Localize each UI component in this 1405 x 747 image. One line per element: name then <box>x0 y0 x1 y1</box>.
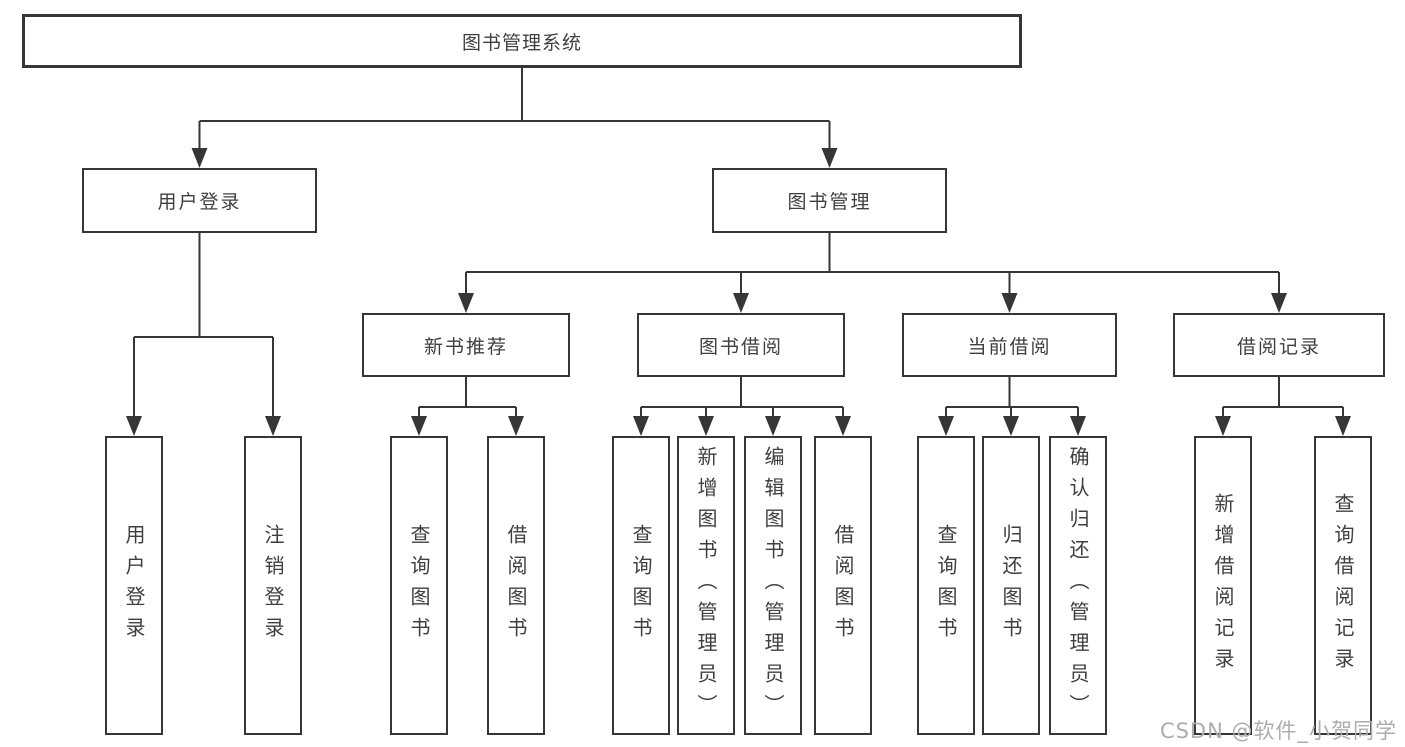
node-book-management: 图书管理 <box>712 168 947 233</box>
leaf-query-books-newrec-label: 查询图书 <box>407 523 431 648</box>
leaf-add-borrow-record: 新增借阅记录 <box>1194 436 1252 735</box>
leaf-query-books-borrowing: 查询图书 <box>612 436 670 735</box>
leaf-add-books-admin-label: 新增图书（管理员） <box>694 446 718 725</box>
node-library-system: 图书管理系统 <box>22 14 1022 68</box>
leaf-confirm-return-admin-label: 确认归还（管理员） <box>1066 446 1090 725</box>
node-book-borrowing: 图书借阅 <box>637 313 845 377</box>
leaf-borrow-books-newrec-label: 借阅图书 <box>504 523 528 648</box>
node-user-login-label: 用户登录 <box>157 191 242 213</box>
node-borrow-records: 借阅记录 <box>1173 313 1385 377</box>
leaf-query-books-current: 查询图书 <box>917 436 975 735</box>
leaf-return-books: 归还图书 <box>982 436 1040 735</box>
leaf-borrow-books-borrowing: 借阅图书 <box>814 436 872 735</box>
node-current-borrowing: 当前借阅 <box>902 313 1117 377</box>
node-book-management-label: 图书管理 <box>787 191 872 213</box>
node-user-login: 用户登录 <box>82 168 317 233</box>
leaf-query-books-borrowing-label: 查询图书 <box>629 523 653 648</box>
node-new-book-recommend: 新书推荐 <box>362 313 570 377</box>
leaf-add-borrow-record-label: 新增借阅记录 <box>1211 492 1235 679</box>
leaf-edit-books-admin-label: 编辑图书（管理员） <box>761 446 785 725</box>
node-borrow-records-label: 借阅记录 <box>1236 335 1321 358</box>
leaf-borrow-books-newrec: 借阅图书 <box>487 436 545 735</box>
node-current-borrowing-label: 当前借阅 <box>967 335 1052 358</box>
leaf-query-borrow-record: 查询借阅记录 <box>1314 436 1372 735</box>
leaf-query-books-current-label: 查询图书 <box>934 523 958 648</box>
leaf-logout: 注销登录 <box>244 436 302 735</box>
node-new-book-recommend-label: 新书推荐 <box>423 335 508 358</box>
leaf-query-books-newrec: 查询图书 <box>390 436 448 735</box>
leaf-borrow-books-borrowing-label: 借阅图书 <box>831 523 855 648</box>
csdn-watermark: CSDN @软件_小贺同学 <box>1159 719 1397 743</box>
leaf-return-books-label: 归还图书 <box>999 523 1023 648</box>
arrowheads <box>126 148 1351 436</box>
leaf-query-borrow-record-label: 查询借阅记录 <box>1331 492 1355 679</box>
node-book-borrowing-label: 图书借阅 <box>698 335 783 358</box>
leaf-user-login: 用户登录 <box>105 436 163 735</box>
leaf-confirm-return-admin: 确认归还（管理员） <box>1049 436 1107 735</box>
leaf-user-login-label: 用户登录 <box>122 523 146 648</box>
node-library-system-label: 图书管理系统 <box>461 31 582 54</box>
leaf-edit-books-admin: 编辑图书（管理员） <box>744 436 802 735</box>
leaf-add-books-admin: 新增图书（管理员） <box>677 436 735 735</box>
leaf-logout-label: 注销登录 <box>261 523 285 648</box>
